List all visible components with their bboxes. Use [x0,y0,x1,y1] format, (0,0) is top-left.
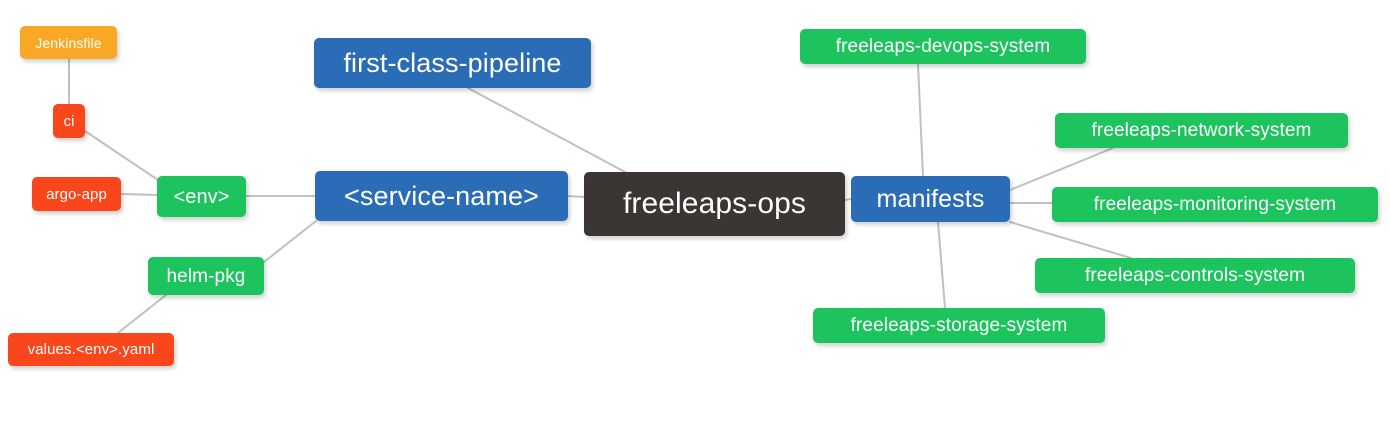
node-freeleaps-monitoring-system[interactable]: freeleaps-monitoring-system [1052,187,1378,222]
edge-manifests-to-freeleaps-devops-system [917,63,924,177]
node-values-env-yaml[interactable]: values.<env>.yaml [8,333,174,366]
node-freeleaps-network-system[interactable]: freeleaps-network-system [1055,113,1348,148]
node-freeleaps-storage-system[interactable]: freeleaps-storage-system [813,308,1105,343]
node-freeleaps-ops[interactable]: freeleaps-ops [584,172,845,236]
node-label-freeleaps-ops: freeleaps-ops [622,187,807,220]
node-label-freeleaps-controls-system: freeleaps-controls-system [1084,265,1306,286]
node-label-freeleaps-devops-system: freeleaps-devops-system [835,36,1051,57]
node-label-freeleaps-network-system: freeleaps-network-system [1091,120,1312,141]
edge-manifests-to-freeleaps-storage-system [937,221,946,309]
node-first-class-pipeline[interactable]: first-class-pipeline [314,38,591,88]
node-label-service-name: <service-name> [344,180,539,211]
node-manifests[interactable]: manifests [851,176,1010,222]
edge-ci-to-env [84,130,159,181]
edge-service-name-to-helm-pkg [263,220,317,263]
edge-helm-pkg-to-values-env-yaml [117,294,167,334]
edge-manifests-to-freeleaps-network-system [1009,147,1114,191]
node-label-freeleaps-monitoring-system: freeleaps-monitoring-system [1093,194,1337,215]
node-service-name[interactable]: <service-name> [315,171,568,221]
node-label-env: <env> [173,185,230,208]
node-label-values-env-yaml: values.<env>.yaml [27,341,155,358]
edge-service-name-to-freeleaps-ops [567,195,585,198]
edge-manifests-to-freeleaps-controls-system [1009,221,1132,259]
node-label-first-class-pipeline: first-class-pipeline [343,47,562,78]
edge-first-class-pipeline-to-freeleaps-ops [467,87,626,173]
node-jenkinsfile[interactable]: Jenkinsfile [20,26,117,59]
node-label-argo-app: argo-app [46,185,107,203]
node-label-freeleaps-storage-system: freeleaps-storage-system [850,315,1068,336]
node-label-ci: ci [63,112,75,130]
edge-argo-app-to-env [120,193,158,196]
node-label-manifests: manifests [876,184,985,213]
node-ci[interactable]: ci [53,104,85,138]
node-argo-app[interactable]: argo-app [32,177,121,211]
node-freeleaps-devops-system[interactable]: freeleaps-devops-system [800,29,1086,64]
node-freeleaps-controls-system[interactable]: freeleaps-controls-system [1035,258,1355,293]
node-label-helm-pkg: helm-pkg [166,265,246,287]
node-env[interactable]: <env> [157,176,246,217]
node-label-jenkinsfile: Jenkinsfile [35,34,102,51]
node-helm-pkg[interactable]: helm-pkg [148,257,264,295]
